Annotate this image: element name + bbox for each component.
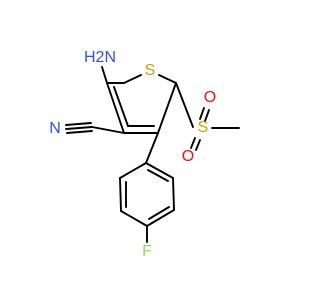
bond-c4-phenyl — [145, 132, 159, 164]
molecule-structure: H2N S N S O O F — [0, 0, 300, 300]
bond-c2-s1 — [123, 74, 142, 84]
bond-phenyl-4 — [146, 209, 175, 227]
bond-phenyl-6 — [145, 162, 174, 179]
bond-c3-c2 — [106, 82, 125, 134]
bond-sulfonyl-o-bottom-a — [190, 137, 196, 149]
bond-phenyl-5 — [172, 177, 175, 211]
amino-label: H2N — [84, 49, 116, 66]
sulfonyl-sulfur-label: S — [198, 119, 209, 136]
bond-s1-c5 — [158, 74, 177, 84]
ring-sulfur-label: S — [145, 62, 156, 79]
bond-phenyl-double-3 — [147, 169, 169, 182]
bond-c5-c4 — [157, 82, 177, 134]
bond-sulfonyl-o-bottom-b — [195, 139, 201, 151]
bond-sulfonyl-o-top-a — [199, 107, 205, 120]
bond-c5-sulfonyl — [175, 82, 194, 128]
nitrile-nitrogen-label: N — [49, 120, 61, 137]
bond-c3-nitrile-c — [91, 126, 125, 134]
bond-nitrile-triple-1 — [65, 126, 93, 130]
bond-phenyl-double-2 — [148, 206, 170, 220]
bond-nitrile-triple-3 — [66, 130, 93, 134]
bond-phenyl-2 — [119, 177, 122, 212]
bond-phenyl-1 — [119, 162, 147, 179]
bond-sulfonyl-o-top-b — [204, 109, 210, 122]
bond-c2-amino — [101, 66, 108, 84]
bond-phenyl-3 — [120, 210, 148, 227]
oxygen-bottom-label: O — [182, 148, 194, 165]
oxygen-top-label: O — [204, 89, 216, 106]
canvas-background — [0, 0, 300, 300]
bond-c3-c2-double — [113, 86, 129, 127]
fluorine-label: F — [142, 243, 152, 260]
bond-nitrile-triple-2 — [65, 122, 92, 126]
